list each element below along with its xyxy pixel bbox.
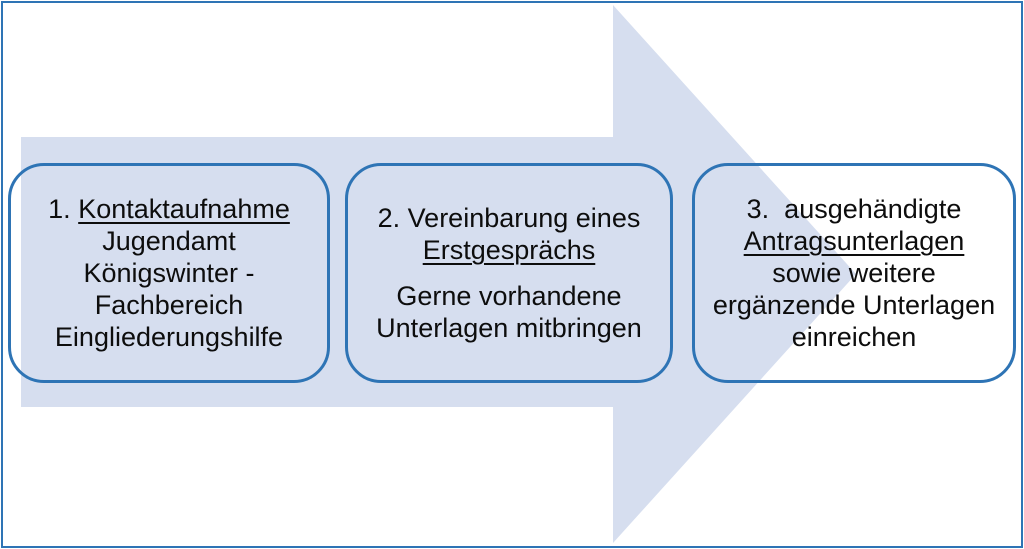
step-3-body-line: sowie weitere [772,258,936,288]
step-2-body-line: Unterlagen mitbringen [376,313,642,343]
step-3-body-line: ergänzende Unterlagen [712,290,996,320]
step-3-title-underlined: Antragsunterlagen [743,226,965,256]
step-1-heading: 1. Kontaktaufnahme [48,193,290,225]
step-3-box: 3. ausgehändigte Antragsunterlagen sowie… [692,163,1016,383]
step-1-number: 1. [48,194,79,224]
right-arrow-shape [21,5,856,543]
step-1-title-underlined: Kontaktaufnahme [78,194,290,224]
step-1-body-line: Jugendamt [102,226,236,256]
step-1-body-line: Königswinter - [83,258,255,288]
step-2-body-line: Gerne vorhandene [396,281,622,311]
step-3-body-line: einreichen [791,322,917,352]
step-2-heading: 2. Vereinbarung eines [377,203,641,233]
step-1-body-line: Eingliederungshilfe [54,322,284,352]
step-3-heading: 3. ausgehändigte [746,194,962,224]
step-3-title-row: Antragsunterlagen [744,225,965,257]
step-2-box: 2. Vereinbarung eines Erstgesprächs Gern… [345,163,673,383]
step-1-body-line: Fachbereich [94,290,244,320]
step-1-box: 1. Kontaktaufnahme Jugendamt Königswinte… [8,163,330,383]
step-2-title-row: Erstgesprächs [423,234,596,266]
step-2-title-underlined: Erstgesprächs [422,235,596,265]
